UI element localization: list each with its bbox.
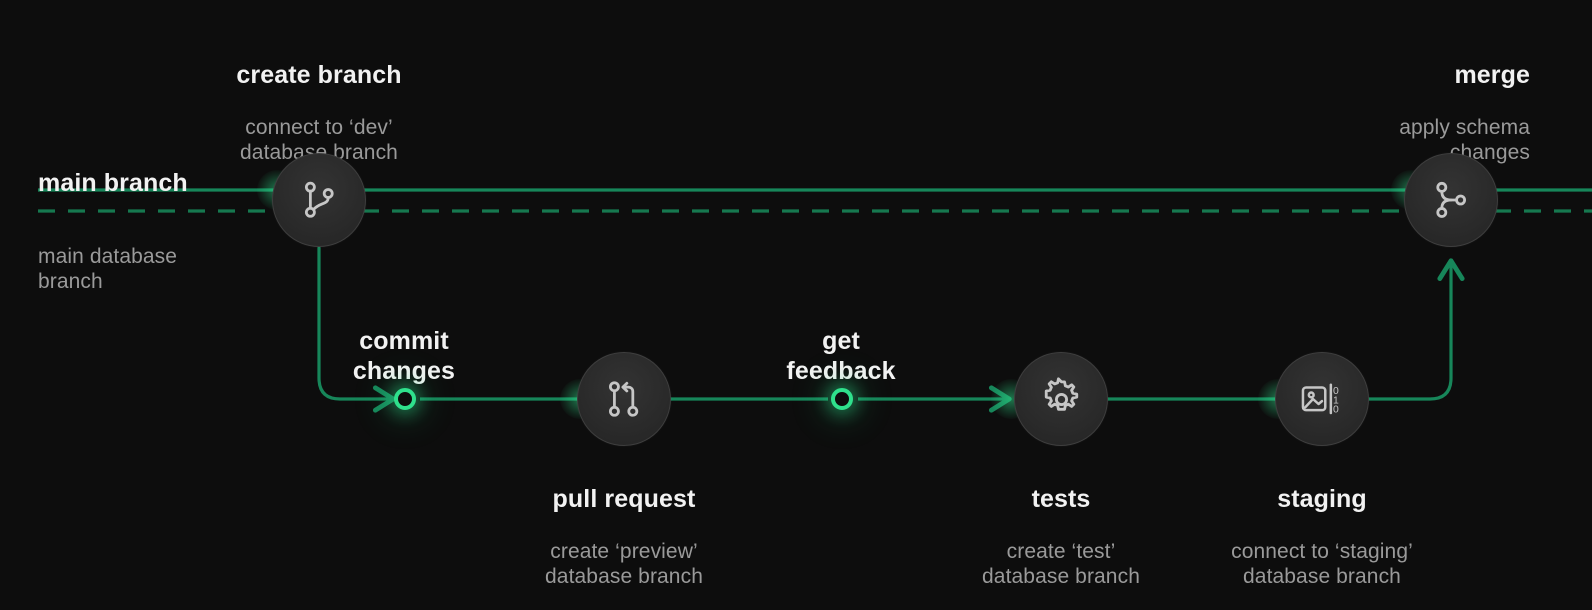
step-label-tests: tests create ‘test’ database branch bbox=[982, 464, 1140, 609]
step-label-pull-request: pull request create ‘preview’ database b… bbox=[545, 464, 703, 609]
step-title-commit-changes: commit changes bbox=[352, 326, 456, 386]
image-data-icon: 0 1 0 bbox=[1297, 374, 1347, 424]
step-node-pull-request[interactable] bbox=[577, 352, 671, 446]
step-node-create-branch[interactable] bbox=[272, 153, 366, 247]
step-title-get-feedback: get feedback bbox=[786, 326, 896, 386]
main-branch-lane-title: main branch bbox=[38, 168, 188, 197]
git-merge-icon bbox=[1428, 177, 1474, 223]
step-title-pull-request: pull request bbox=[552, 484, 696, 513]
main-database-branch-lane-label: main database branch bbox=[38, 224, 177, 314]
main-database-branch-lane-title: main database branch bbox=[38, 244, 178, 294]
image-data-icon-digit-top: 0 bbox=[1333, 386, 1339, 397]
main-branch-lane-label: main branch bbox=[38, 148, 188, 223]
step-node-tests[interactable] bbox=[1014, 352, 1108, 446]
image-data-icon-digit-bottom: 0 bbox=[1333, 405, 1339, 416]
step-title-merge: merge bbox=[1454, 60, 1530, 89]
gear-icon bbox=[1038, 376, 1085, 423]
step-sub-tests: create ‘test’ database branch bbox=[982, 539, 1140, 589]
branch-down-connector bbox=[317, 246, 396, 413]
image-data-icon-digit-middle: 1 bbox=[1333, 395, 1339, 406]
git-pull-request-icon bbox=[601, 376, 647, 422]
git-branch-icon bbox=[296, 177, 342, 223]
step-dot-get-feedback[interactable] bbox=[831, 388, 853, 410]
staging-to-merge-connector bbox=[1366, 258, 1465, 401]
step-sub-pull-request: create ‘preview’ database branch bbox=[545, 539, 703, 589]
step-node-staging[interactable]: 0 1 0 bbox=[1275, 352, 1369, 446]
step-label-staging: staging connect to ‘staging’ database br… bbox=[1231, 464, 1413, 609]
step-title-tests: tests bbox=[1031, 484, 1091, 513]
step-title-staging: staging bbox=[1277, 484, 1367, 513]
step-dot-commit-changes[interactable] bbox=[394, 388, 416, 410]
step-sub-staging: connect to ‘staging’ database branch bbox=[1231, 539, 1413, 589]
step-label-get-feedback: get feedback bbox=[786, 306, 895, 411]
step-title-create-branch: create branch bbox=[236, 60, 402, 89]
step-node-merge[interactable] bbox=[1404, 153, 1498, 247]
step-label-commit-changes: commit changes bbox=[353, 306, 455, 411]
